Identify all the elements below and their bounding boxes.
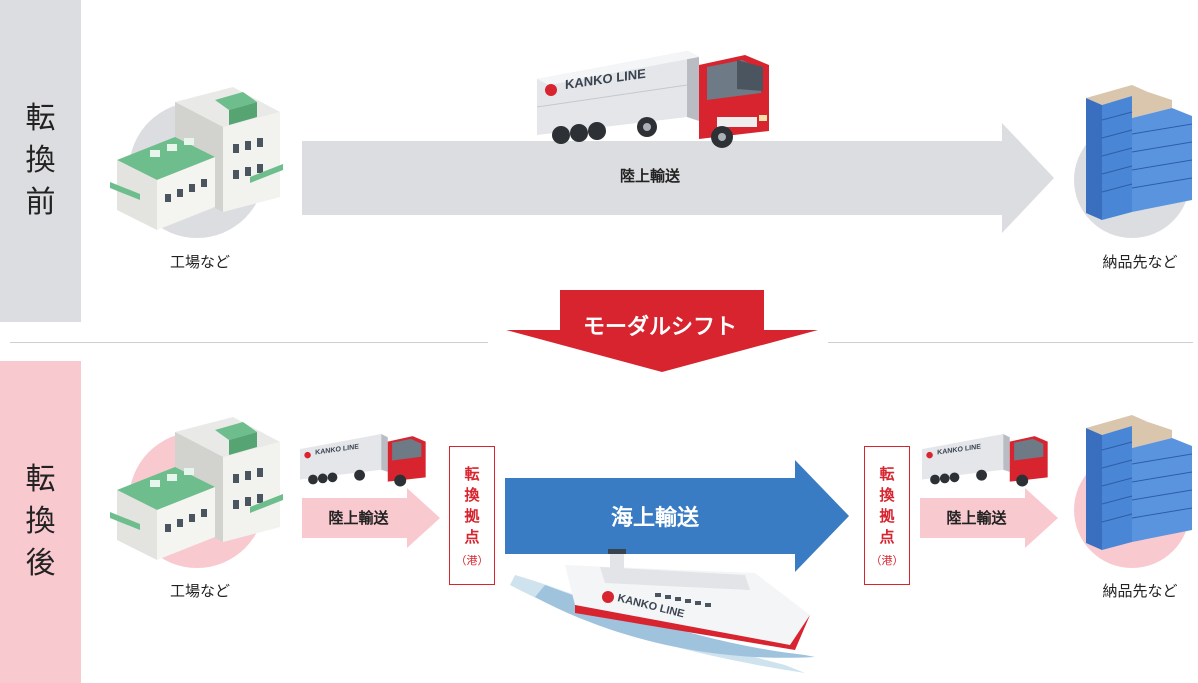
destination-label: 納品先など — [1102, 582, 1178, 600]
truck-icon: KANKO LINE — [537, 51, 769, 148]
hub-char: 換 — [879, 485, 895, 504]
divider-right — [828, 342, 1193, 343]
hub-char: 転 — [879, 464, 895, 483]
land-transport-label: 陸上輸送 — [619, 167, 680, 185]
building-icon — [1074, 85, 1193, 238]
factory-icon — [110, 87, 283, 238]
building-icon — [1074, 415, 1193, 568]
side-char: 後 — [25, 546, 56, 581]
side-char: 換 — [25, 143, 56, 178]
land-transport-arrow — [302, 123, 1054, 233]
hub-sub: （港） — [455, 553, 489, 567]
before-side-label: 転 換 前 — [0, 0, 81, 322]
divider-left — [10, 342, 488, 343]
modal-shift-arrow — [506, 290, 818, 372]
hub-char: 換 — [464, 485, 480, 504]
land-transport-label: 陸上輸送 — [946, 509, 1007, 527]
destination-label: 納品先など — [1102, 253, 1178, 271]
land-transport-label: 陸上輸送 — [328, 509, 389, 527]
hub-char: 転 — [464, 464, 480, 483]
after-side-label: 転 換 後 — [0, 361, 81, 683]
hub-char: 拠 — [879, 506, 895, 525]
factory-label: 工場など — [169, 253, 230, 271]
truck-icon: KANKO LINE — [300, 434, 426, 487]
sea-transport-label: 海上輸送 — [610, 506, 699, 531]
land-transport-arrow — [302, 488, 440, 548]
factory-label: 工場など — [169, 582, 230, 600]
transfer-hub-box: 転 換 拠 点 （港） — [449, 446, 495, 585]
hub-sub: （港） — [870, 553, 904, 567]
factory-icon — [110, 417, 283, 568]
transfer-hub-box: 転 換 拠 点 （港） — [864, 446, 910, 585]
side-char: 転 — [25, 101, 56, 136]
land-transport-arrow — [920, 488, 1058, 548]
sea-transport-arrow — [505, 460, 849, 572]
ship-icon: KANKO LINE — [510, 549, 815, 673]
side-char: 転 — [25, 462, 56, 497]
side-char: 前 — [25, 185, 56, 220]
side-char: 換 — [25, 504, 56, 539]
hub-char: 点 — [879, 527, 895, 546]
hub-char: 拠 — [464, 506, 480, 525]
hub-char: 点 — [464, 527, 480, 546]
truck-icon: KANKO LINE — [922, 434, 1048, 487]
modal-shift-label: モーダルシフト — [582, 315, 737, 340]
